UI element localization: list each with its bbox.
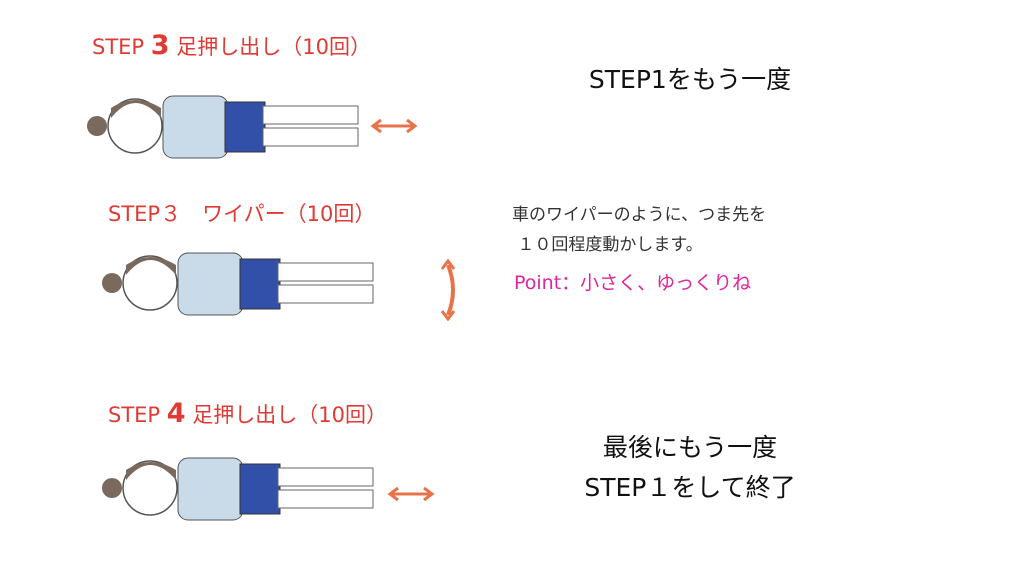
leg-push-illustration-2	[102, 457, 435, 521]
horizontal-arrow-icon	[370, 118, 418, 134]
person-figure	[102, 252, 374, 316]
person-figure	[102, 457, 374, 521]
instruction-repeat-step1: STEP1をもう一度	[588, 65, 792, 94]
horizontal-arrow-icon	[387, 486, 435, 502]
curved-arrow-icon	[440, 258, 456, 322]
wiper-point: Point：小さく、ゆっくりね	[514, 272, 752, 294]
leg-push-illustration-1	[87, 95, 418, 159]
wiper-illustration	[102, 252, 456, 322]
step-heading-1: STEP 3 足押し出し（10回）	[92, 30, 371, 61]
person-figure	[87, 95, 359, 159]
step-heading-3: STEP 4 足押し出し（10回）	[108, 398, 387, 429]
wiper-description: 車のワイパーのように、つま先を １０回程度動かします。	[512, 205, 767, 255]
step-heading-2: STEP３ ワイパー（10回）	[108, 202, 376, 226]
